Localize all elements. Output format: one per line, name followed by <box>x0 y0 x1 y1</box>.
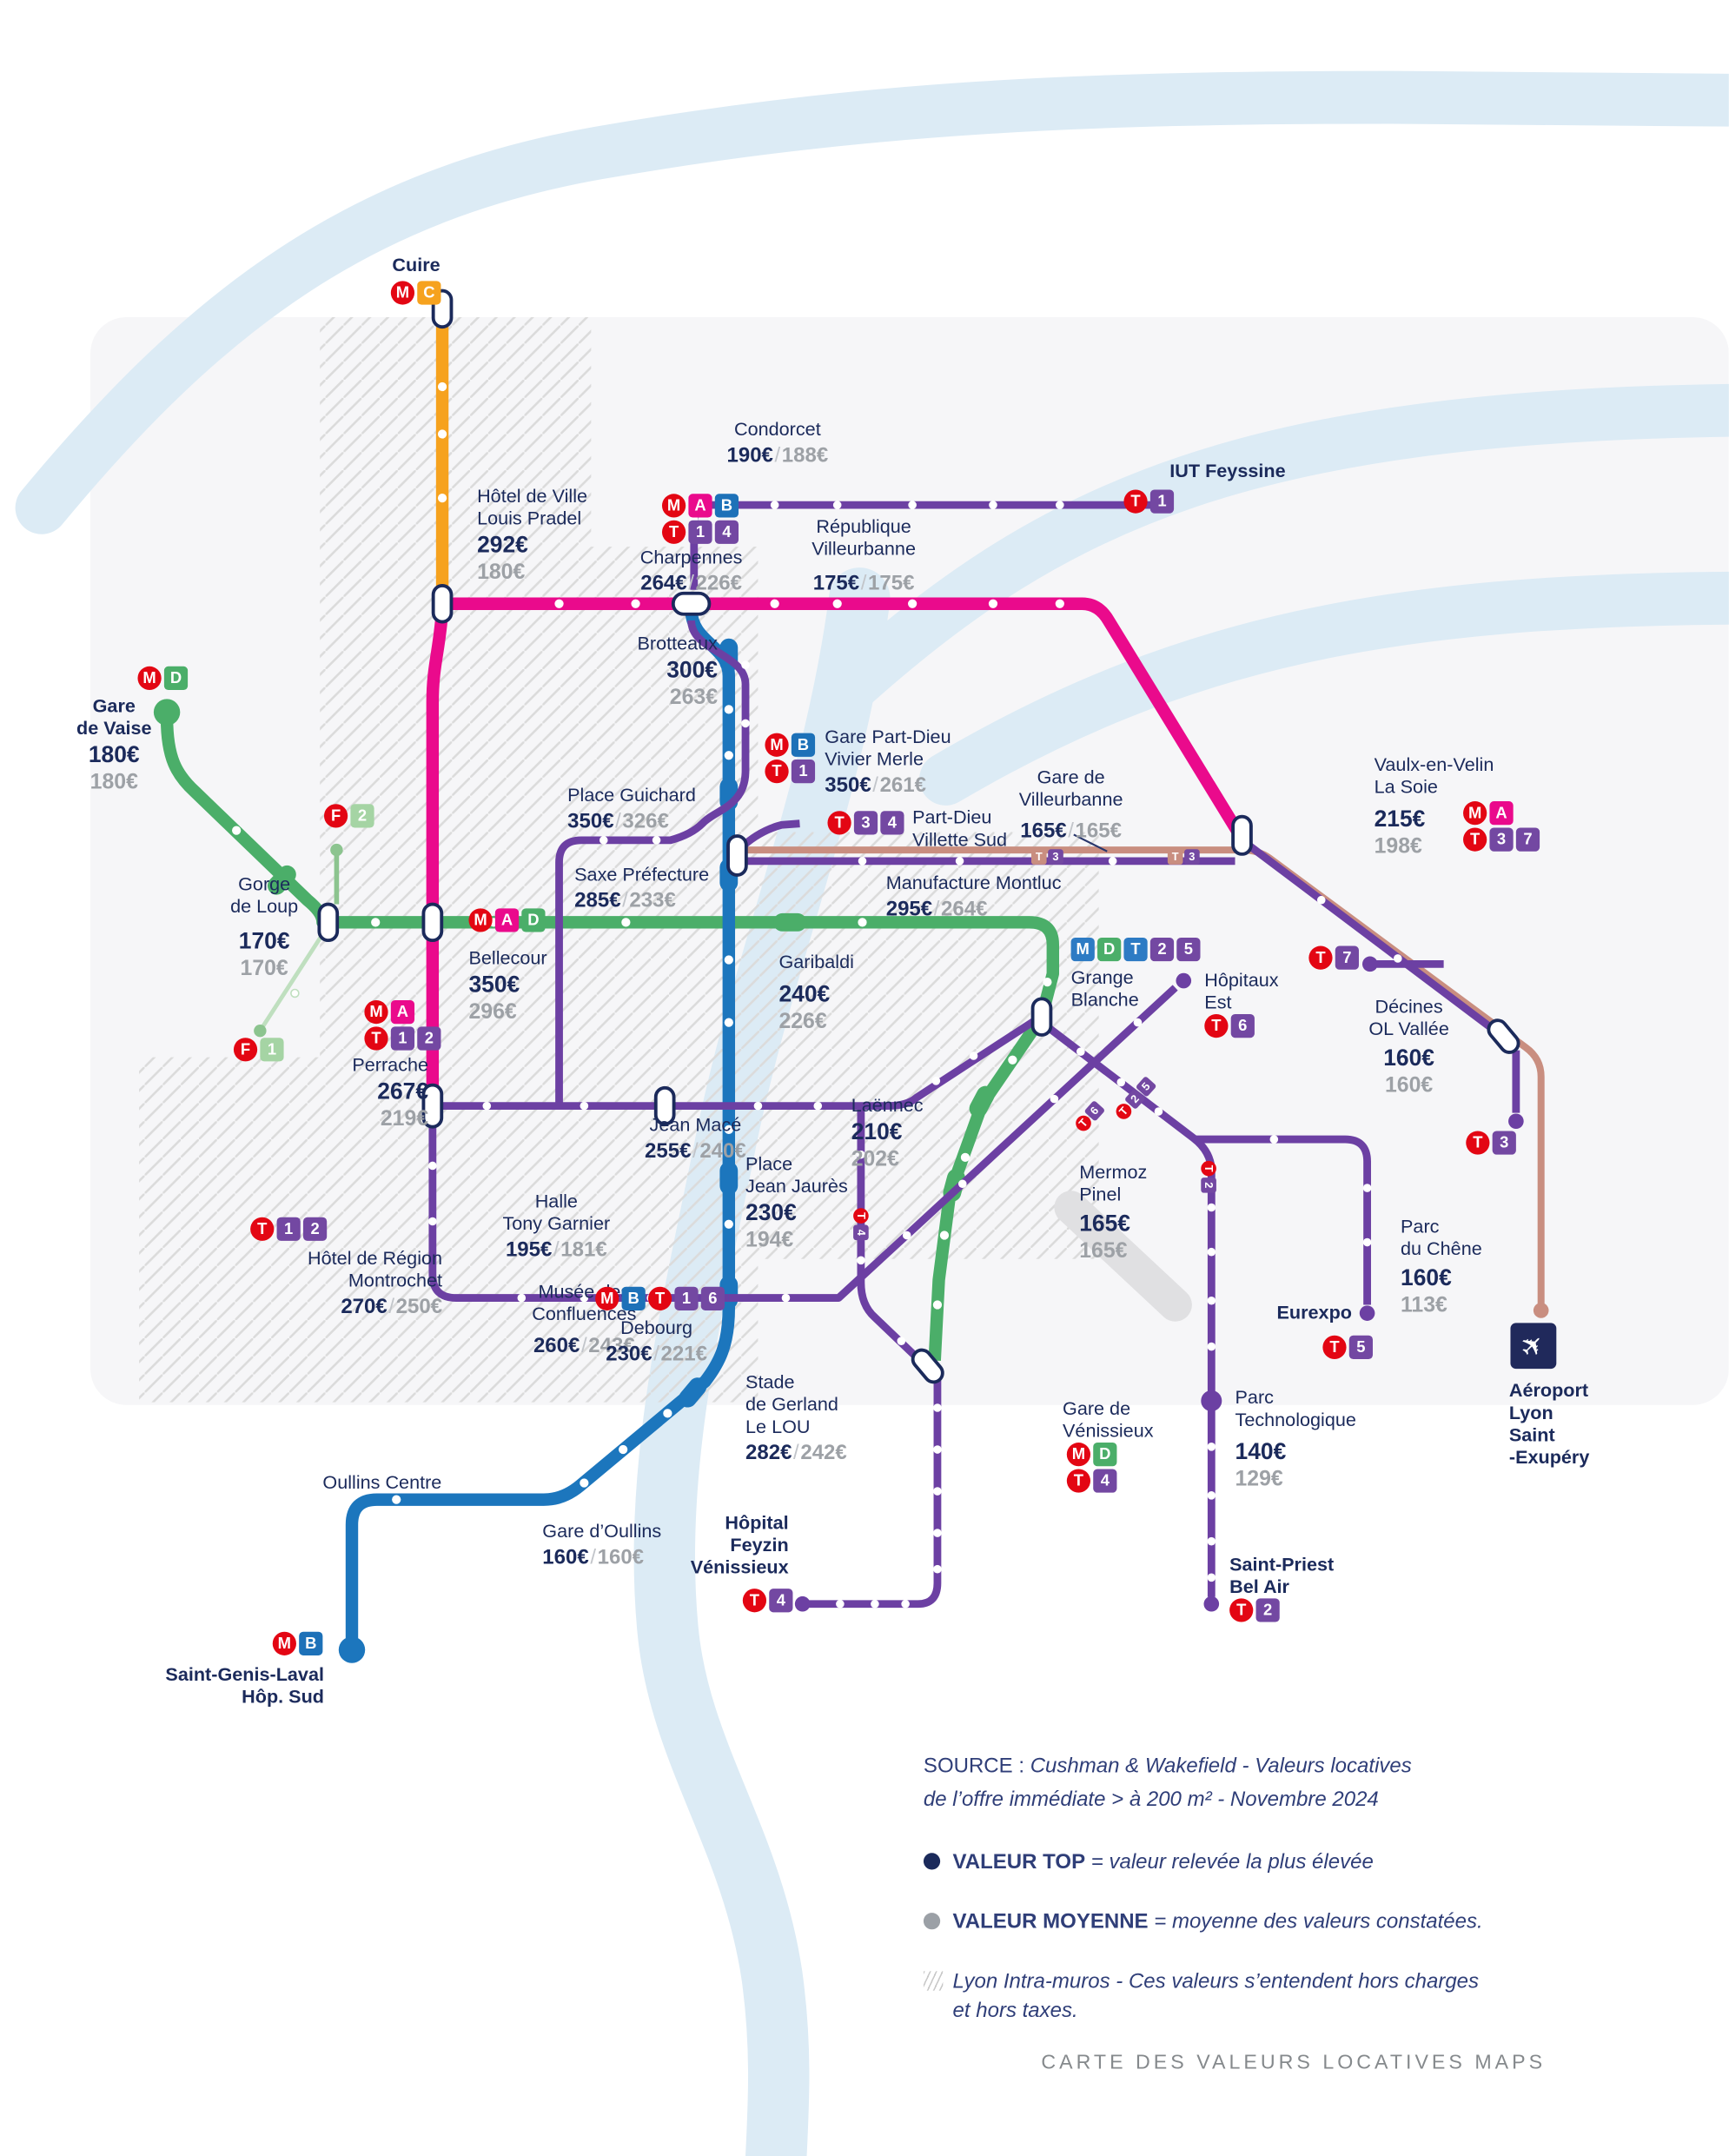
oullins-centre-station <box>392 1495 401 1504</box>
t5 <box>1196 1135 1371 1305</box>
part-dieu-pill <box>726 834 748 877</box>
saint-genis-terminus-dot <box>338 1636 366 1663</box>
legend-intra-muros: Lyon Intra-muros - Ces valeurs s’entende… <box>923 1967 1563 2026</box>
stade-de-gerland-station <box>679 1377 707 1408</box>
motorway-band <box>1054 1191 1192 1322</box>
t6 <box>728 985 1178 1302</box>
intra-muros-line1: Lyon Intra-muros - Ces valeurs s’entende… <box>952 1969 1480 1993</box>
la-soie-pill <box>1231 814 1253 856</box>
t3-interchange-pill <box>1487 1018 1520 1054</box>
t2-west <box>432 1016 1038 1111</box>
f2-terminus-dot <box>330 843 343 857</box>
f1-terminus-dot <box>254 1024 267 1038</box>
page-title: CARTE DES VALEURS LOCATIVES MAPS <box>1041 2052 1547 2074</box>
interchange-pills <box>317 289 1520 1384</box>
t1-confluence <box>428 1105 729 1302</box>
valeur-top-label: VALEUR TOP <box>952 1850 1086 1874</box>
funicular-lines <box>254 843 343 1038</box>
laennec-station <box>969 1085 995 1118</box>
valeur-top-dot-icon <box>923 1853 941 1870</box>
gare-de-vaise-terminus-dot <box>153 699 181 726</box>
debourg-station <box>719 1275 739 1310</box>
hotel-de-ville-pill <box>431 584 454 624</box>
charpennes-pill <box>671 591 712 616</box>
t1-central <box>555 620 750 1106</box>
legend-source-line1: Cushman & Wakefield - Valeurs locatives <box>1030 1754 1412 1778</box>
villeurbanne-pointer-line <box>1073 833 1108 852</box>
gare-de-venissieux-pill <box>911 1348 944 1384</box>
jean-mace-pill <box>653 1085 676 1126</box>
t3-southeast <box>1245 841 1498 1034</box>
valeur-moyenne-label: VALEUR MOYENNE <box>952 1909 1149 1934</box>
airport-icon: ✈ <box>1510 1323 1557 1370</box>
legend-valeur-moyenne: VALEUR MOYENNE = moyenne des valeurs con… <box>923 1907 1563 1937</box>
place-jean-jaures-station <box>719 1161 739 1196</box>
intra-muros-line2: et hors taxes. <box>952 1999 1078 2023</box>
valeur-moyenne-dot-icon <box>923 1913 941 1930</box>
grange-blanche-pill <box>1030 997 1053 1037</box>
hatch-glyph-icon <box>923 1971 944 1991</box>
airport-terminus-dot <box>1533 1303 1549 1318</box>
bellecour-pill <box>421 902 444 943</box>
valeur-top-text: = valeur relevée la plus élevée <box>1085 1850 1374 1874</box>
gorge-de-loup-station <box>267 865 296 895</box>
legend-source-line2: de l’offre immédiate > à 200 m² - Novemb… <box>923 1788 1379 1812</box>
valeur-moyenne-text: = moyenne des valeurs constatées. <box>1148 1909 1483 1934</box>
legend: SOURCE : Cushman & Wakefield - Valeurs l… <box>923 1750 1563 2026</box>
perrache-pill <box>421 1083 444 1129</box>
legend-source: SOURCE : Cushman & Wakefield - Valeurs l… <box>924 1750 1563 1817</box>
legend-source-label: SOURCE : <box>923 1754 1030 1778</box>
metro-c-line <box>435 314 449 599</box>
cuire-pill <box>431 289 454 329</box>
legend-valeur-top: VALEUR TOP = valeur relevée la plus élev… <box>923 1848 1563 1877</box>
garibaldi-station <box>773 912 807 932</box>
vieux-lyon-pill <box>317 902 340 943</box>
parc-technologique-station <box>1201 1390 1222 1412</box>
